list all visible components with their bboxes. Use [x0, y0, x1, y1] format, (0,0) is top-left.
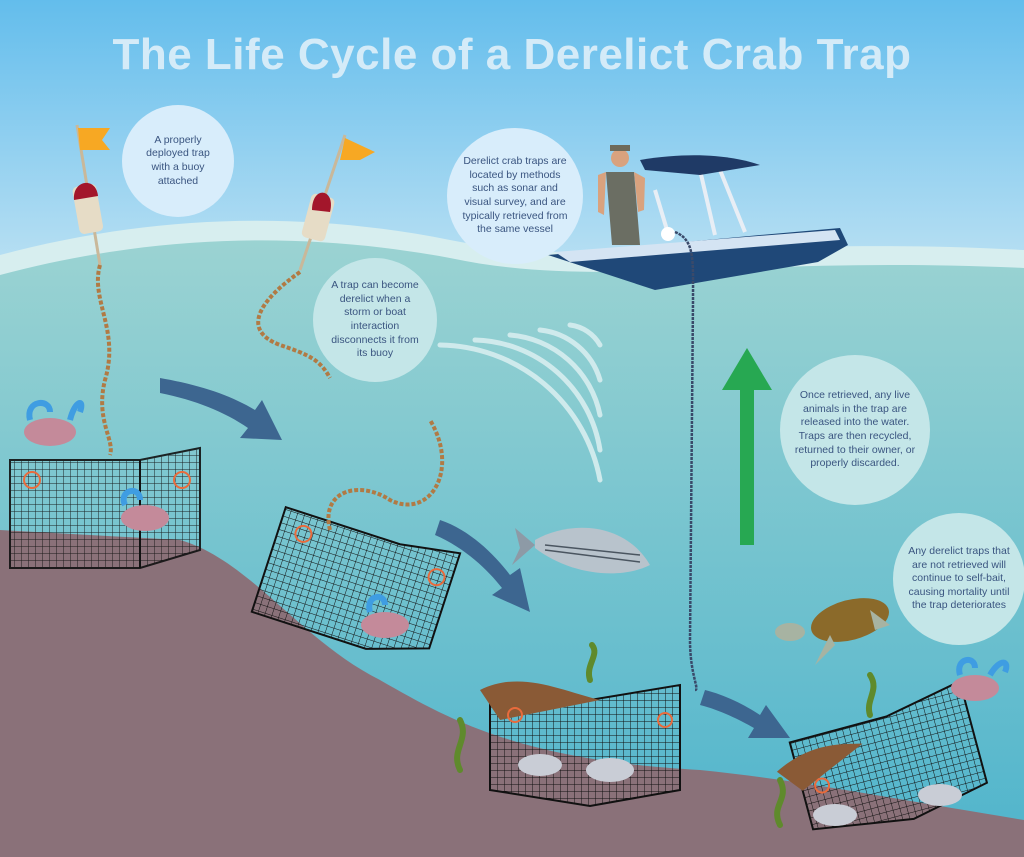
page-title: The Life Cycle of a Derelict Crab Trap — [112, 30, 912, 79]
retrieval-boat — [548, 145, 848, 290]
dead-crab — [518, 754, 962, 826]
buoy-attached — [72, 124, 113, 456]
caption-deployed: A properly deployed trap with a buoy att… — [122, 105, 234, 217]
sonar-waves — [437, 322, 603, 483]
arrow-retrieve-up — [722, 348, 772, 545]
fisherman — [598, 145, 645, 245]
striped-bass-fish — [512, 527, 650, 574]
buoy-detached — [256, 134, 375, 379]
crab-trap-deployed — [9, 446, 201, 569]
seaweed — [454, 642, 877, 828]
crab-trap-derelict — [250, 505, 462, 650]
crab-trap-retrieving — [480, 681, 681, 808]
caption-retrieved: Once retrieved, any live animals in the … — [780, 355, 930, 505]
caption-derelict: A trap can become derelict when a storm … — [313, 258, 437, 382]
loose-rope — [326, 418, 445, 531]
caption-ghost-fishing: Any derelict traps that are not retrieve… — [893, 513, 1024, 645]
blue-crab — [24, 400, 85, 446]
sea-turtle — [775, 598, 890, 665]
caption-located: Derelict crab traps are located by metho… — [447, 128, 583, 264]
arrow-drift — [160, 378, 790, 738]
blue-crab — [361, 594, 409, 638]
blue-crab — [951, 657, 1010, 701]
blue-crab — [120, 488, 169, 531]
retrieval-line — [674, 230, 698, 692]
